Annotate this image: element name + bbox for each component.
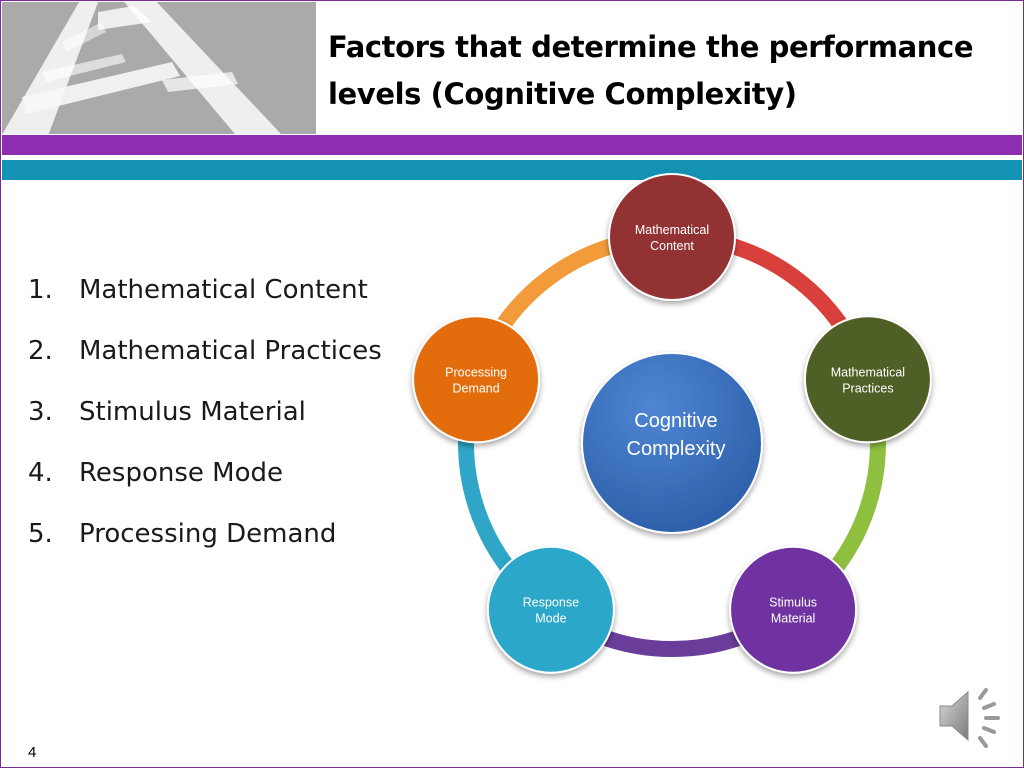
node-processing-demand: Processing Demand bbox=[412, 315, 541, 444]
node-label-line-2: Content bbox=[650, 239, 694, 253]
node-circle bbox=[412, 315, 541, 444]
list-label: Mathematical Practices bbox=[79, 336, 382, 366]
node-circle bbox=[729, 545, 858, 674]
cycle-arcs bbox=[458, 235, 886, 658]
cycle-arc bbox=[489, 235, 625, 339]
list-number: 2. bbox=[28, 336, 53, 366]
node-mathematical-content: Mathematical Content bbox=[608, 173, 736, 301]
node-circle bbox=[486, 545, 615, 674]
center-label-line-2: Complexity bbox=[627, 438, 726, 460]
factor-nodes: Mathematical Content Mathematical Practi… bbox=[412, 173, 932, 674]
list-number: 5. bbox=[28, 519, 53, 549]
header-band-purple bbox=[2, 135, 1022, 155]
node-circle bbox=[608, 173, 736, 301]
cycle-arc bbox=[590, 626, 754, 658]
node-label-line-1: Processing bbox=[445, 365, 507, 379]
slide-title: Factors that determine the performance l… bbox=[328, 30, 974, 111]
header-band-gap bbox=[2, 155, 1022, 160]
list-number: 3. bbox=[28, 397, 53, 427]
node-circle bbox=[803, 315, 932, 444]
page-number: 4 bbox=[28, 744, 37, 761]
list-item: 5. Processing Demand bbox=[28, 519, 382, 580]
node-label-line-1: Mathematical bbox=[635, 223, 709, 237]
list-number: 1. bbox=[28, 275, 53, 305]
center-circle bbox=[581, 352, 763, 534]
list-label: Mathematical Content bbox=[79, 275, 368, 305]
list-label: Stimulus Material bbox=[79, 397, 306, 427]
list-item: 4. Response Mode bbox=[28, 458, 382, 519]
list-item: 1. Mathematical Content bbox=[28, 275, 382, 336]
cycle-arc bbox=[823, 427, 886, 582]
header-band-teal bbox=[2, 160, 1022, 180]
letter-a-logo-icon bbox=[2, 2, 282, 134]
speaker-icon-graphic bbox=[939, 688, 1000, 748]
node-label-line-2: Material bbox=[771, 612, 815, 626]
node-response-mode: Response Mode bbox=[486, 545, 615, 674]
list-item: 2. Mathematical Practices bbox=[28, 336, 382, 397]
node-label-line-2: Practices bbox=[842, 381, 893, 395]
node-stimulus-material: Stimulus Material bbox=[729, 545, 858, 674]
list-number: 4. bbox=[28, 458, 53, 488]
node-label-line-1: Mathematical bbox=[831, 365, 905, 379]
node-label-line-1: Stimulus bbox=[769, 596, 817, 610]
list-label: Response Mode bbox=[79, 458, 283, 488]
speaker-icon[interactable] bbox=[934, 684, 1004, 748]
node-label-line-2: Demand bbox=[452, 381, 499, 395]
brand-logo bbox=[2, 2, 316, 134]
factors-list: 1. Mathematical Content 2. Mathematical Pr… bbox=[28, 275, 382, 580]
cycle-arc bbox=[458, 427, 521, 582]
node-label-line-2: Mode bbox=[535, 612, 566, 626]
node-mathematical-practices: Mathematical Practices bbox=[803, 315, 932, 444]
node-label-line-1: Response bbox=[523, 596, 579, 610]
list-label: Processing Demand bbox=[79, 519, 337, 549]
center-label-line-1: Cognitive bbox=[634, 410, 717, 432]
list-item: 3. Stimulus Material bbox=[28, 397, 382, 458]
center-circle-group: Cognitive Complexity bbox=[581, 352, 763, 534]
cycle-arc bbox=[719, 235, 855, 339]
